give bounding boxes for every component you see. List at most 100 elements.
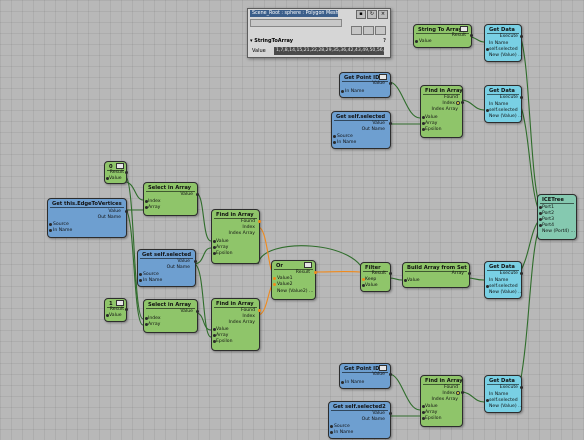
collapse-toggle-icon[interactable] (379, 74, 387, 80)
node-build-array-from-set[interactable]: Build Array from Set Array Value (402, 262, 471, 288)
node-get-point-id-2[interactable]: Get Point ID Value In Name (339, 363, 392, 389)
port-socket[interactable] (194, 260, 197, 263)
node-get-point-id-1[interactable]: Get Point ID Value In Name (339, 72, 392, 98)
port-socket[interactable] (341, 90, 344, 93)
node-select-in-array-2[interactable]: Select in Array Value Index Array (143, 299, 199, 333)
port-socket[interactable] (258, 220, 261, 223)
port-socket[interactable] (333, 135, 336, 138)
port-socket[interactable] (196, 193, 199, 196)
node-get-data-1[interactable]: Get Data Execute In Name self.selected N… (484, 24, 523, 62)
port-socket[interactable] (362, 284, 365, 287)
collapse-toggle-icon[interactable] (116, 163, 124, 169)
port-socket[interactable] (139, 273, 142, 276)
port-socket[interactable] (213, 252, 216, 255)
port-socket[interactable] (520, 272, 523, 275)
port-socket[interactable] (125, 210, 128, 213)
port-socket[interactable] (125, 308, 128, 311)
port-socket[interactable] (333, 141, 336, 144)
port-socket[interactable] (539, 212, 542, 215)
port-socket[interactable] (486, 48, 489, 51)
collapse-toggle-icon[interactable] (116, 300, 124, 306)
port-socket[interactable] (486, 399, 489, 402)
node-constant-0[interactable]: 0 Result Value (104, 161, 128, 184)
port-socket[interactable] (213, 340, 216, 343)
port-socket[interactable] (330, 425, 333, 428)
port-socket[interactable] (539, 206, 542, 209)
port-socket[interactable] (520, 96, 523, 99)
node-select-in-array-1[interactable]: Select in Array Value Index Array (143, 182, 199, 216)
section-header-stringtoarray[interactable]: ▾ StringToArray (250, 38, 294, 44)
port-socket[interactable] (273, 283, 276, 286)
node-find-in-array-2[interactable]: Find in Array Found Index Index Array Va… (211, 209, 261, 264)
port-socket[interactable] (213, 246, 216, 249)
port-socket[interactable] (422, 405, 425, 408)
port-socket[interactable] (422, 116, 425, 119)
port-socket[interactable] (520, 35, 523, 38)
node-or[interactable]: Or Result Value1 Value2 New (Value2) ... (271, 260, 317, 300)
port-socket[interactable] (389, 122, 392, 125)
port-socket[interactable] (456, 391, 460, 395)
lock-icon[interactable]: ▪ (356, 10, 366, 19)
node-ice-tree[interactable]: ICETree Port1 Port2 Port3 Port4 New (Por… (537, 194, 577, 240)
port-socket[interactable] (258, 309, 261, 312)
collapse-toggle-icon[interactable] (379, 365, 387, 371)
port-socket[interactable] (486, 109, 489, 112)
port-socket[interactable] (422, 411, 425, 414)
port-socket[interactable] (341, 381, 344, 384)
port-socket[interactable] (213, 328, 216, 331)
port-socket[interactable] (213, 240, 216, 243)
pin-toolbar-icon[interactable] (375, 26, 386, 35)
port-socket[interactable] (389, 272, 392, 275)
node-string-to-array[interactable]: String To Array Result Value (413, 24, 473, 48)
node-get-data-3[interactable]: Get Data Execute In Name self.selected N… (484, 261, 523, 299)
help-icon[interactable]: ? (383, 38, 386, 44)
port-socket[interactable] (145, 200, 148, 203)
port-socket[interactable] (273, 277, 276, 280)
port-socket[interactable] (106, 314, 109, 317)
node-constant-1[interactable]: 1 Result Value (104, 298, 128, 322)
value-field[interactable]: 1,7,8,14,15,21,22,28,29,35,36,42,43,49,5… (274, 47, 384, 55)
node-get-self-selected-2[interactable]: Get self.selected Value Out Name Source … (137, 249, 197, 287)
node-find-in-array-1[interactable]: Find in Array Found Index Index Array Va… (420, 85, 464, 138)
port-socket[interactable] (389, 82, 392, 85)
node-get-edge-to-vertices[interactable]: Get this.EdgeToVertices Value Out Name S… (47, 198, 128, 238)
port-socket[interactable] (520, 386, 523, 389)
help-toolbar-icon[interactable] (351, 26, 362, 35)
node-filter[interactable]: Filter Result Keep Value (360, 262, 392, 292)
close-icon[interactable]: × (378, 10, 388, 19)
port-socket[interactable] (404, 279, 407, 282)
port-socket[interactable] (422, 128, 425, 131)
port-socket[interactable] (125, 171, 128, 174)
port-socket[interactable] (196, 310, 199, 313)
port-socket[interactable] (539, 218, 542, 221)
port-socket[interactable] (415, 40, 418, 43)
port-socket[interactable] (145, 206, 148, 209)
port-socket[interactable] (389, 412, 392, 415)
port-socket[interactable] (389, 373, 392, 376)
port-socket[interactable] (49, 223, 52, 226)
port-socket[interactable] (470, 34, 473, 37)
port-socket[interactable] (461, 101, 464, 104)
port-socket[interactable] (213, 334, 216, 337)
port-socket[interactable] (314, 271, 317, 274)
node-find-in-array-4[interactable]: Find in Array Found Index Index Array Va… (420, 375, 464, 427)
node-get-data-2[interactable]: Get Data Execute In Name self.selected N… (484, 85, 523, 123)
node-get-self-selected-3[interactable]: Get self.selected2 Value Out Name Source… (328, 401, 392, 439)
port-socket[interactable] (139, 279, 142, 282)
port-socket[interactable] (145, 323, 148, 326)
lock-toolbar-icon[interactable] (363, 26, 374, 35)
node-get-data-4[interactable]: Get Data Execute In Name self.selected N… (484, 375, 523, 413)
port-socket[interactable] (461, 391, 464, 394)
port-socket[interactable] (422, 417, 425, 420)
port-socket[interactable] (486, 285, 489, 288)
port-socket[interactable] (106, 177, 109, 180)
port-socket[interactable] (362, 278, 365, 281)
refresh-icon[interactable]: ↻ (367, 10, 377, 19)
port-socket[interactable] (422, 122, 425, 125)
port-socket[interactable] (330, 431, 333, 434)
port-socket[interactable] (468, 272, 471, 275)
port-socket[interactable] (145, 317, 148, 320)
port-socket[interactable] (456, 101, 460, 105)
panel-tab-bar[interactable] (250, 19, 342, 27)
